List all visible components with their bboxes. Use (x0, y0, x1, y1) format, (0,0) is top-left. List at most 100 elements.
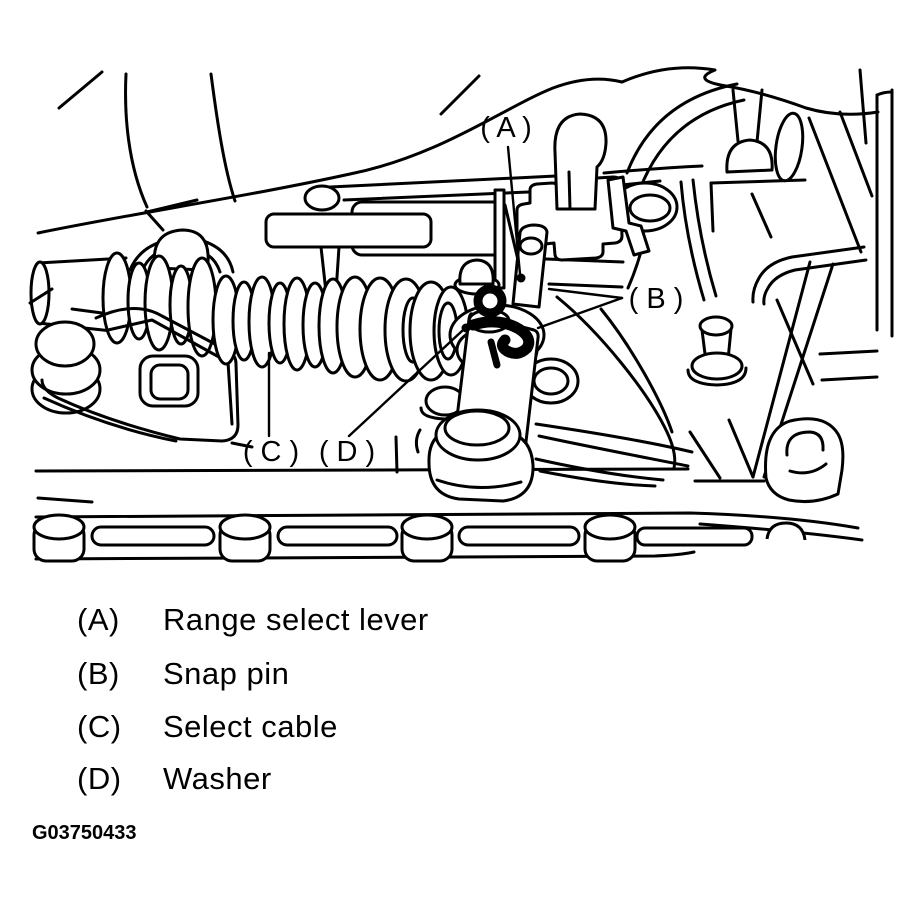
hose-knob-link (144, 209, 165, 232)
diag-bar-upper-1 (807, 116, 863, 254)
bracket-back-diag (503, 203, 520, 262)
legend-key-b: (B) (77, 656, 120, 691)
callout-d: ( D ) (319, 436, 375, 468)
rail-bottom-edge (34, 550, 696, 561)
step-edge-h (709, 178, 807, 185)
lever-boot (414, 408, 535, 503)
edge-tick-mid (439, 74, 481, 116)
callout-c: ( C ) (243, 436, 299, 468)
panel-channel-v1 (679, 180, 706, 302)
panel-top-2 (547, 282, 624, 289)
pan-line-short (36, 496, 94, 504)
callout-b: ( B ) (629, 283, 684, 315)
step-edge-v (709, 181, 715, 233)
thin-strut (493, 188, 506, 290)
hose-right-edge (209, 72, 237, 203)
case-panel (534, 178, 845, 503)
top-right-structures (625, 68, 894, 479)
callouts: ( A ) ( B ) ( C ) ( D ) (243, 112, 684, 468)
housing-left-diag (28, 287, 54, 305)
gasket-oval-ring-inner (628, 193, 672, 223)
trunnion-right-ring-inner (532, 366, 570, 396)
legend-label-c: Select cable (163, 709, 338, 744)
pipe-dome (725, 138, 774, 174)
snap-pin (467, 284, 535, 369)
diag-bar-upper-2 (838, 110, 874, 198)
housing-end-cap (29, 260, 51, 326)
bottom-rail (32, 435, 864, 563)
figure-code: G03750433 (32, 822, 137, 844)
panel-tick (750, 192, 773, 239)
panel-channel-v2 (691, 178, 718, 298)
mount-boss-round (34, 320, 96, 368)
hose-bottom-line (145, 198, 199, 214)
legend: (A) Range select lever (B) Snap pin (C) … (32, 602, 429, 844)
deck-oval-bump (303, 184, 341, 212)
case-diag (775, 298, 815, 386)
leader-line-d (347, 329, 464, 438)
tall-oval-boss (773, 111, 805, 183)
cable-housing-bracket (28, 251, 254, 449)
housing-tick (70, 307, 104, 315)
arch-arc-inner (638, 98, 746, 191)
lever-assembly (414, 112, 679, 503)
leader-line-a (506, 145, 522, 276)
rail-top-edge (34, 511, 860, 530)
legend-key-c: (C) (77, 709, 122, 744)
arm-diag-1 (688, 430, 722, 480)
snap-pin-ring (473, 284, 507, 318)
ring-front-tab (606, 175, 651, 257)
boot-left-arc (414, 428, 422, 454)
diag-member-1 (751, 260, 812, 479)
rail-bolt (32, 513, 86, 563)
rail-bolt-partial (765, 521, 807, 541)
panel-curve-inner (599, 307, 674, 434)
panel-stud (686, 315, 748, 387)
panel-curve-outer (555, 295, 677, 470)
rail-slot (457, 525, 581, 547)
cable-duct-inner (567, 170, 572, 211)
bent-bracket-outer (751, 245, 866, 304)
mount-plate-outline (40, 306, 240, 443)
legend-key-a: (A) (77, 602, 120, 637)
leader-dot-a (516, 273, 526, 283)
deck-knob (152, 228, 210, 272)
lever-hole (518, 236, 544, 256)
pin-head-dome (458, 258, 495, 286)
boot-dome (443, 409, 511, 447)
leader-dot-d (461, 323, 471, 333)
boot-bottom-arc (435, 478, 523, 489)
select-cable-coil (211, 274, 470, 383)
arch-arc-outer (625, 82, 739, 175)
tab-tail (626, 253, 642, 290)
plate-bottom-tail (230, 441, 254, 449)
deck-line-2a (342, 189, 554, 202)
hood-edge-wiggle (620, 66, 880, 116)
rail-slot (276, 525, 399, 547)
snap-pin-tail (487, 338, 501, 369)
case-tick-1 (818, 349, 879, 356)
rail-bolt (218, 513, 272, 563)
case-tick-2 (820, 375, 879, 382)
bracket-plate-front (264, 212, 433, 249)
pipe-left (731, 88, 740, 143)
bracket-strut-line (394, 435, 399, 474)
mount-plate-inner (106, 318, 234, 426)
rail-slot (90, 525, 216, 547)
deck-line-1a (328, 174, 558, 189)
arm-diag-2 (727, 418, 755, 479)
arm-line-2 (537, 434, 690, 468)
arm-line-1 (534, 422, 694, 454)
cable-duct (553, 112, 608, 211)
arm-line-3 (534, 457, 665, 482)
legend-label-a: Range select lever (163, 602, 429, 637)
leader-line-b2 (536, 296, 624, 330)
callout-a: ( A ) (480, 112, 532, 144)
leader-line-b1 (547, 287, 624, 300)
legend-label-d: Washer (163, 761, 272, 796)
edge-tick-left (57, 70, 104, 110)
snap-pin-hook (467, 316, 535, 359)
mount-boss-square-inner (149, 363, 190, 401)
